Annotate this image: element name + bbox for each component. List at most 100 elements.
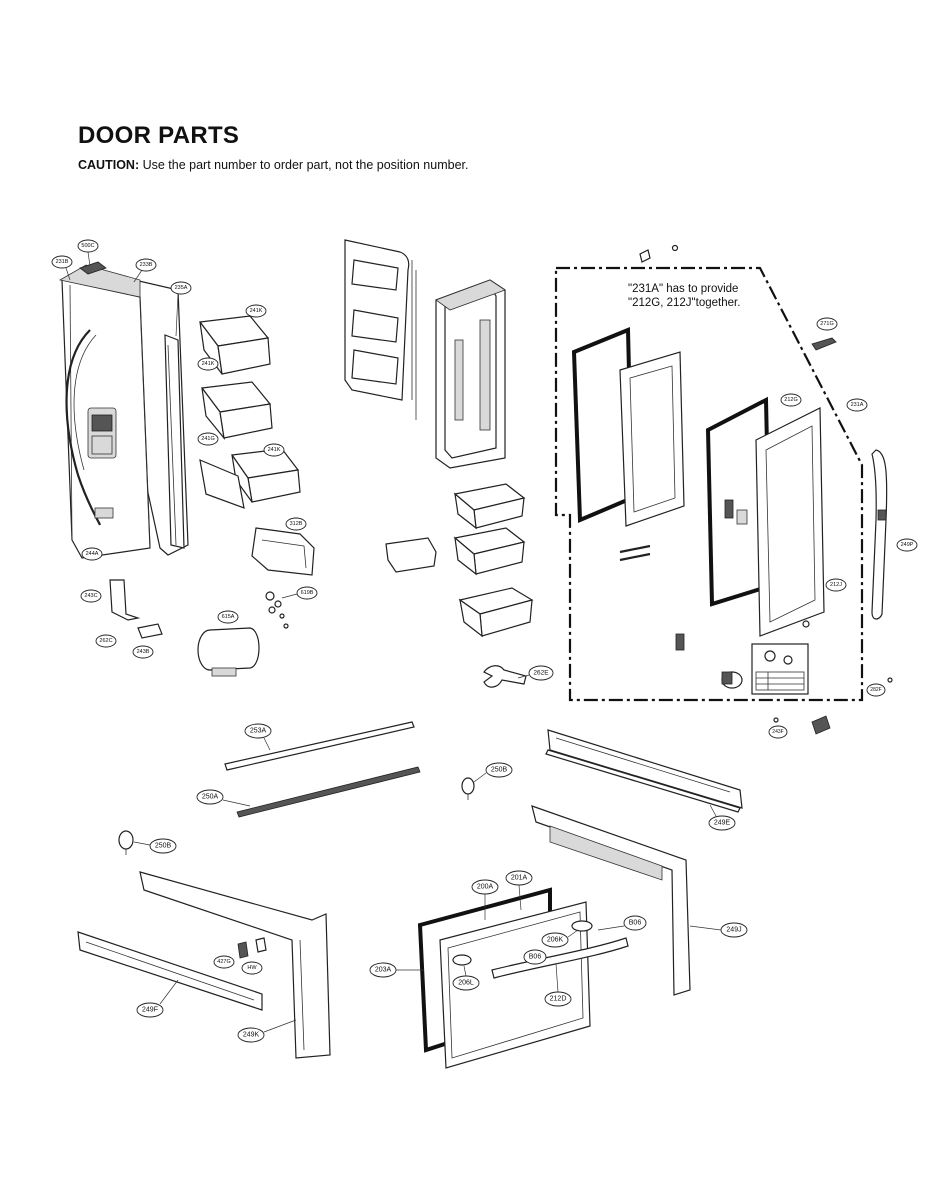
- bracket-243f: [811, 715, 831, 735]
- callout-212g: 212G: [780, 393, 802, 407]
- hinge-233a: [721, 671, 743, 689]
- svg-text:249F: 249F: [142, 1007, 158, 1014]
- kit-note-line2: "212G, 212J"together.: [628, 297, 740, 309]
- center-bin-1: [453, 483, 526, 530]
- callout-243b: 243B: [132, 645, 154, 659]
- callout-212d: 212D: [544, 991, 572, 1007]
- door-bin-tilt: [251, 527, 315, 576]
- drawer-slide-249f: [77, 931, 263, 1011]
- callout-244a: 244A: [81, 547, 103, 561]
- top-small-parts: [639, 244, 893, 735]
- drawer-slide-249e: [545, 729, 743, 813]
- svg-text:HW: HW: [247, 965, 257, 971]
- door-liner: [435, 279, 506, 469]
- svg-text:249K: 249K: [243, 1032, 260, 1039]
- svg-text:241K: 241K: [250, 308, 263, 314]
- callout-241g: 241G: [197, 432, 219, 446]
- svg-text:243F: 243F: [772, 729, 783, 735]
- svg-text:241G: 241G: [201, 436, 214, 442]
- callout-200a: 200A: [471, 879, 499, 895]
- callout-249f: 249F: [136, 1002, 164, 1018]
- svg-text:212D: 212D: [550, 996, 567, 1003]
- svg-text:241K: 241K: [202, 361, 215, 367]
- clips-427g: [237, 937, 267, 959]
- svg-text:212G: 212G: [784, 397, 797, 403]
- roller-250b: [461, 777, 475, 800]
- kit-note-line1: "231A" has to provide: [628, 283, 738, 295]
- bracket-271g: [811, 337, 837, 351]
- door-bins-left: [198, 315, 315, 576]
- svg-text:235A: 235A: [175, 285, 188, 291]
- center-bins: [385, 483, 534, 638]
- svg-text:206L: 206L: [458, 980, 474, 987]
- svg-text:201A: 201A: [511, 875, 528, 882]
- callout-250b-1: 250B: [485, 762, 513, 778]
- left-door-assembly: [58, 261, 189, 559]
- svg-text:B06: B06: [629, 920, 642, 927]
- callout-249e: 249E: [708, 815, 736, 831]
- svg-text:615A: 615A: [222, 614, 235, 620]
- door-bin-1: [198, 315, 271, 375]
- callout-250b-2: 250B: [149, 838, 177, 854]
- svg-text:271G: 271G: [820, 321, 833, 327]
- roller-250b-left: [118, 830, 134, 855]
- center-door-assembly: [344, 239, 534, 688]
- door-bin-cover: [199, 459, 245, 509]
- callout-262c: 262C: [95, 634, 117, 648]
- svg-text:231B: 231B: [56, 259, 69, 265]
- callout-203a: 203A: [369, 962, 397, 978]
- svg-text:249J: 249J: [726, 927, 741, 934]
- callout-615a: 615A: [217, 610, 239, 624]
- svg-text:253A: 253A: [250, 728, 267, 735]
- right-door-inner-frame: [619, 351, 685, 527]
- callout-427g: 427G: [213, 955, 235, 969]
- left-door-handle: [65, 329, 102, 526]
- svg-text:233B: 233B: [140, 262, 153, 268]
- callout-hw: HW: [241, 961, 263, 975]
- door-bin-3: [230, 448, 301, 503]
- svg-text:200A: 200A: [477, 884, 494, 891]
- svg-text:250B: 250B: [155, 843, 172, 850]
- center-bin-small: [385, 537, 437, 573]
- svg-text:243B: 243B: [137, 649, 150, 655]
- callout-243f: 243F: [768, 725, 788, 739]
- hinge-kit-inset: [751, 643, 809, 695]
- callout-212j: 212J: [825, 578, 847, 592]
- bracket-243b: [137, 623, 163, 639]
- callout-262e: 262E: [528, 665, 554, 681]
- wrench-262e: [483, 665, 527, 688]
- svg-text:212J: 212J: [830, 582, 842, 588]
- caution-note: CAUTION: Use the part number to order pa…: [78, 158, 468, 172]
- callout-500c: 500C: [77, 239, 99, 253]
- callout-b06-1: B06: [623, 915, 647, 931]
- callout-231a: 231A: [846, 398, 868, 412]
- svg-text:241K: 241K: [268, 447, 281, 453]
- freezer-drawer-front: [417, 887, 629, 1069]
- callout-249j: 249J: [720, 922, 748, 938]
- svg-text:619B: 619B: [301, 590, 314, 596]
- callout-312b: 312B: [285, 517, 307, 531]
- callout-249k: 249K: [237, 1027, 265, 1043]
- water-filter-615a: [197, 627, 260, 677]
- callout-619b: 619B: [296, 586, 318, 600]
- drawer-slide-249k: [139, 871, 331, 1059]
- page-title: DOOR PARTS: [78, 122, 240, 149]
- svg-text:282F: 282F: [870, 687, 881, 693]
- bracket-243c: [109, 579, 141, 621]
- center-bin-3: [458, 587, 534, 638]
- right-door-panel: [755, 407, 825, 637]
- svg-text:262E: 262E: [533, 670, 549, 677]
- callout-201a: 201A: [505, 870, 533, 886]
- right-door-kit: "231A" has to provide "212G, 212J"togeth…: [554, 266, 864, 702]
- svg-text:500C: 500C: [81, 243, 94, 249]
- caution-label: CAUTION:: [78, 158, 140, 172]
- callout-241k-1: 241K: [245, 304, 267, 318]
- svg-text:B06: B06: [529, 954, 542, 961]
- callout-249p: 249P: [896, 538, 918, 552]
- rail-250a: [236, 766, 421, 818]
- callout-250a: 250A: [196, 789, 224, 805]
- callout-235a: 235A: [170, 281, 192, 295]
- small-parts-left: [109, 579, 289, 677]
- svg-text:249P: 249P: [901, 542, 914, 548]
